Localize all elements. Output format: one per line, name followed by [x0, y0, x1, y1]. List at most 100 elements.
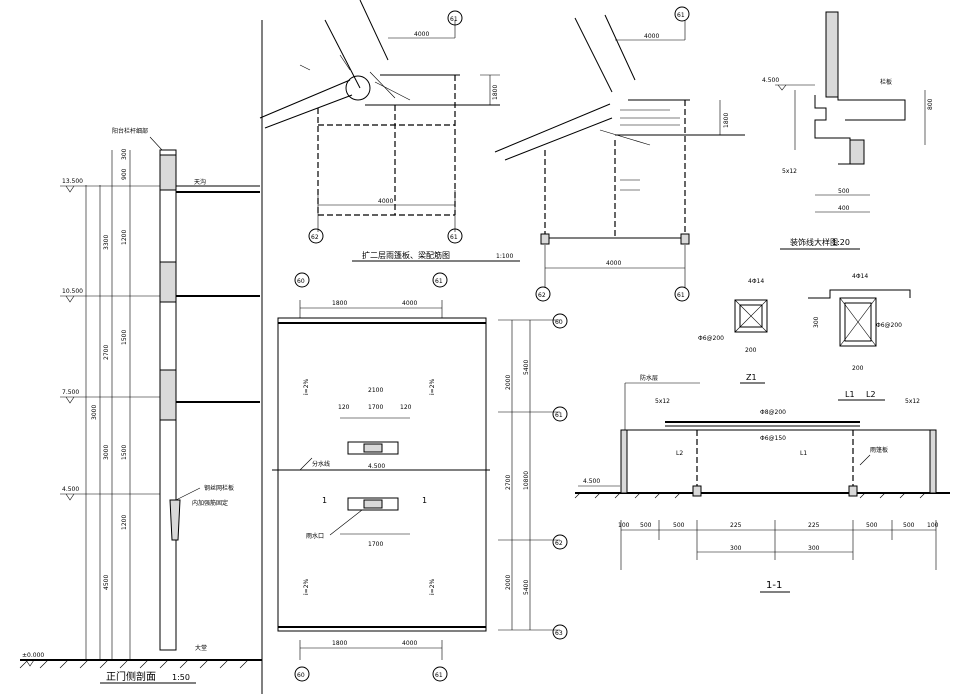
sec-dim-10: 300 — [808, 545, 820, 552]
top-right-axis-br: 61 — [677, 292, 685, 299]
sec-dim-2: 500 — [640, 522, 652, 529]
top-mid-plan: 4000 4000 1800 61 62 61 扩二层雨篷板、梁配筋图 1:10… — [259, 0, 520, 262]
plan-section-mark-right: 1 — [422, 496, 427, 505]
sec-label-rebar: Φ8@200 — [760, 409, 786, 416]
sec-label-stirrup: Φ6@150 — [760, 435, 786, 442]
top-right-plan: 4000 4000 1800 61 62 61 — [494, 6, 745, 302]
plan-slope-1: i=2% — [303, 378, 310, 395]
detail-dim-2: 400 — [838, 205, 850, 212]
plan-axis-side-4: 63 — [555, 630, 563, 637]
plan-dim-bottom-1: 1800 — [332, 640, 347, 647]
label-wall: 阳台栏杆细部 — [112, 127, 148, 135]
plan-axis-tr: 61 — [435, 278, 443, 285]
top-mid-scale: 1:100 — [496, 253, 513, 260]
section-1-1: 防水层 5x12 5x12 Φ8@200 Φ6@150 L1 L2 雨篷板 4.… — [574, 374, 950, 593]
dim-right-1: 300 — [121, 148, 128, 160]
dim-right-4: 1500 — [121, 330, 128, 345]
plan-axis-bl: 60 — [297, 672, 305, 679]
wall-section-1 — [159, 154, 177, 191]
label-floor: 大堂 — [195, 644, 207, 652]
dim-left-3: 3000 — [103, 445, 110, 460]
sec-dim-4: 225 — [730, 522, 742, 529]
plan-dim-mid-2: 1700 — [368, 404, 383, 411]
dim-right-2: 900 — [121, 168, 128, 180]
level-0000: ±0.000 — [22, 652, 44, 659]
top-mid-dim-top: 4000 — [414, 31, 429, 38]
top-mid-dim-bottom: 4000 — [378, 198, 393, 205]
top-right-dim-bottom: 4000 — [606, 260, 621, 267]
plan-slope-3: i=2% — [303, 578, 310, 595]
z1-rebar: 4Φ14 — [748, 278, 764, 285]
dim-right-6: 1200 — [121, 515, 128, 530]
dim-mid-1: 3000 — [91, 405, 98, 420]
plan-axis-br: 61 — [435, 672, 443, 679]
sec-dim-1: 100 — [618, 522, 630, 529]
label-hang: 钢丝网栏板 — [204, 484, 234, 492]
detail-dim-1: 500 — [838, 188, 850, 195]
plan-dim-top-1: 1800 — [332, 300, 347, 307]
sec-label-waterproof: 防水层 — [640, 374, 658, 382]
top-right-dim-right: 1800 — [723, 113, 730, 128]
plan-section-mark-left: 1 — [322, 496, 327, 505]
sec-label-slab: 雨篷板 — [870, 446, 888, 454]
plan-slope-2: i=2% — [429, 378, 436, 395]
plan-dim-total-1: 5400 — [523, 360, 530, 375]
top-mid-axis-top: 61 — [450, 16, 458, 23]
sec-label-l1: L1 — [800, 450, 807, 457]
dim-right-3: 1200 — [121, 230, 128, 245]
top-right-axis-bl: 62 — [538, 292, 546, 299]
l1-dim-h: 300 — [813, 316, 820, 328]
detail-label-panel: 栏板 — [880, 78, 892, 86]
plan-dim-mid-5: 1700 — [368, 541, 383, 548]
detail-title: 装饰线大样图 — [790, 237, 838, 247]
sec-level: 4.500 — [583, 478, 600, 485]
plan-dim-total-2: 10800 — [523, 471, 530, 490]
label-hang2: 内加强筋固定 — [192, 499, 228, 507]
label-roof: 天沟 — [194, 178, 206, 186]
plan-slope-4: i=2% — [429, 578, 436, 595]
plan-axis-side-2: 61 — [555, 412, 563, 419]
plan-level: 4.500 — [368, 463, 385, 470]
plan-center: 1800 4000 1800 4000 60 61 60 61 2000 270… — [272, 272, 568, 682]
plan-label-gutter: 分水线 — [312, 460, 330, 468]
left-section: 13.500 10.500 7.500 4.500 ±0.000 3300 27… — [19, 20, 263, 694]
sec-dim-6: 500 — [866, 522, 878, 529]
plan-dim-right-2: 2700 — [505, 475, 512, 490]
l1-label: L1 — [845, 390, 855, 399]
sec-dim-8: 100 — [927, 522, 939, 529]
detail-dim-3: 800 — [927, 98, 934, 110]
plan-axis-side-3: 62 — [555, 540, 563, 547]
dim-left-1: 3300 — [103, 235, 110, 250]
top-right-dim-top: 4000 — [644, 33, 659, 40]
z1-label: Z1 — [746, 373, 757, 382]
top-mid-axis-bl: 62 — [311, 234, 319, 241]
dim-left-2: 2700 — [103, 345, 110, 360]
plan-dim-bottom-2: 4000 — [402, 640, 417, 647]
l2-label: L2 — [866, 390, 876, 399]
wall-section-3 — [159, 369, 177, 421]
sec-label-b: 5x12 — [905, 398, 920, 405]
dim-right-5: 1500 — [121, 445, 128, 460]
dim-left-4: 4500 — [103, 575, 110, 590]
z1-stirrup: Φ6@200 — [698, 335, 724, 342]
detail-level: 4.500 — [762, 77, 779, 84]
top-right-axis-top: 61 — [677, 12, 685, 19]
sec-dim-7: 500 — [903, 522, 915, 529]
detail-label-c: 5x12 — [782, 168, 797, 175]
plan-dim-mid-1: 2100 — [368, 387, 383, 394]
plan-dim-mid-4: 120 — [400, 404, 412, 411]
l1-stirrup: Φ6@200 — [876, 322, 902, 329]
plan-dim-total-3: 5400 — [523, 580, 530, 595]
plan-dim-right-1: 2000 — [505, 375, 512, 390]
left-section-title: 正门侧剖面 — [106, 670, 156, 683]
level-13500: 13.500 — [62, 178, 83, 185]
detail-top-right: 4.500 栏板 5x12 500 400 800 装饰线大样图 1:20 — [762, 11, 934, 250]
sec-dim-9: 300 — [730, 545, 742, 552]
detail-scale: 1:20 — [832, 238, 850, 247]
sec-dim-3: 500 — [673, 522, 685, 529]
sec-label-l2: L2 — [676, 450, 683, 457]
top-mid-dim-right: 1800 — [492, 85, 499, 100]
plan-dim-top-2: 4000 — [402, 300, 417, 307]
column-details: 4Φ14 Φ6@200 200 Z1 4Φ14 Φ6@200 200 300 L… — [698, 273, 911, 401]
